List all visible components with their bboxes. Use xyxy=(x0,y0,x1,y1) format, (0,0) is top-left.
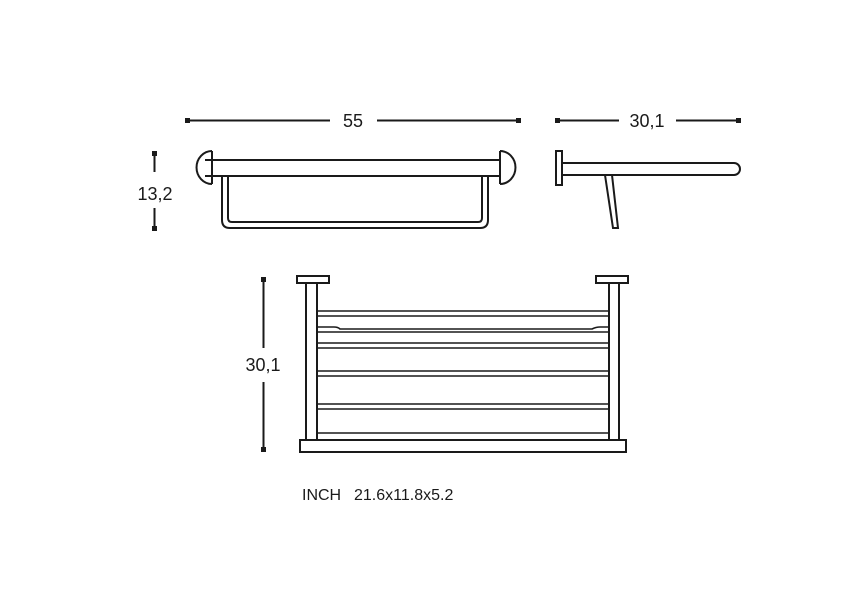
plan-left-cap xyxy=(296,275,330,284)
plan-depth-dimension: 30,1 xyxy=(245,277,281,452)
plan-rail xyxy=(317,326,609,333)
dim-end-marker xyxy=(261,447,266,452)
inch-note: INCH 21.6x11.8x5.2 xyxy=(302,487,453,504)
plan-rail xyxy=(317,342,609,349)
unit-label: INCH xyxy=(302,487,341,504)
wall-plate xyxy=(555,150,563,186)
plan-rail xyxy=(317,403,609,410)
dim-end-marker xyxy=(152,226,157,231)
left-flange xyxy=(195,150,213,185)
lower-rail-outer xyxy=(221,176,489,229)
side-view xyxy=(555,150,741,229)
dim-end-marker xyxy=(736,118,741,123)
plan-rail xyxy=(317,370,609,377)
width-dimension: 55 xyxy=(185,111,521,131)
side-bar-end xyxy=(733,162,741,176)
side-support-arm xyxy=(604,174,620,229)
plan-right-cap xyxy=(595,275,629,284)
plan-rail xyxy=(317,310,609,317)
front-view xyxy=(195,150,517,229)
inch-dimensions: 21.6x11.8x5.2 xyxy=(354,487,453,504)
height-dimension: 13,2 xyxy=(137,151,173,231)
depth-label: 30,1 xyxy=(629,111,664,131)
right-flange xyxy=(499,150,517,185)
dim-end-marker xyxy=(516,118,521,123)
depth-dimension: 30,1 xyxy=(555,111,741,131)
width-label: 55 xyxy=(343,111,363,131)
plan-view xyxy=(296,275,629,453)
height-label: 13,2 xyxy=(137,184,172,204)
lower-rail-inner xyxy=(227,176,483,223)
plan-depth-label: 30,1 xyxy=(245,355,280,375)
dim-end-marker xyxy=(185,118,190,123)
plan-wall-plate xyxy=(299,439,627,453)
